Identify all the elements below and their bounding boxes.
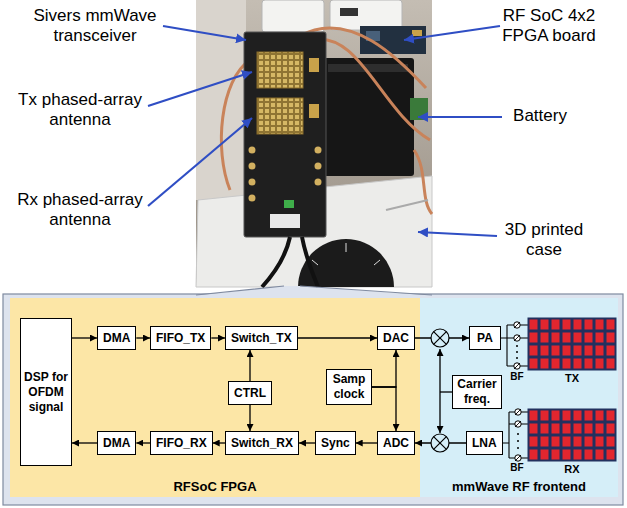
block-box: Samp clock [326, 369, 372, 405]
block-label: DAC [383, 331, 409, 345]
tx-beamforming-fan [500, 322, 528, 369]
block-label: CTRL [234, 386, 266, 400]
block-box: Switch_RX [225, 431, 299, 455]
callout-label: RF SoC 4x2 FPGA board [502, 6, 596, 45]
callout-label: 3D printed case [505, 220, 583, 259]
rx-beamforming-fan [502, 409, 528, 461]
callout-label: Rx phased-array antenna [17, 190, 143, 229]
callout-label: Battery [490, 106, 590, 126]
block-box: DSP for OFDM signal [20, 318, 72, 466]
connector-arrow [298, 337, 377, 338]
callout-label: Battery [513, 106, 567, 125]
block-box: FIFO_RX [150, 431, 213, 455]
block-label: LNA [472, 436, 497, 450]
block-box: DAC [377, 326, 415, 350]
connector-arrow [249, 405, 250, 431]
callout-label: RF SoC 4x2 FPGA board [490, 6, 608, 47]
callout-label: Sivers mmWave transceiver [15, 6, 175, 47]
connector-arrow [72, 442, 97, 443]
zoom-edges [196, 286, 432, 295]
block-box: DMA [97, 326, 136, 350]
array-label: TX [542, 372, 602, 385]
callout-label: Rx phased-array antenna [5, 190, 155, 231]
region-label: mmWave RF frontend [452, 479, 586, 494]
connector-arrow [299, 442, 315, 443]
beamformer-label: BF [506, 462, 528, 474]
connector-arrow [213, 442, 225, 443]
block-label: Switch_TX [231, 331, 292, 345]
block-label: DMA [103, 436, 130, 450]
connector-arrow [72, 337, 97, 338]
array-label: RX [542, 463, 602, 476]
beamformer-label: BF [506, 371, 528, 383]
block-box: Sync [315, 431, 356, 455]
rx-antenna-array [528, 409, 616, 461]
region-heading: RFSoC FPGA [10, 479, 420, 494]
connector-arrow [136, 337, 150, 338]
connector-arrow [372, 350, 396, 387]
block-label: FIFO_TX [156, 331, 205, 345]
region-heading: mmWave RF frontend [420, 479, 618, 494]
mixer-symbol [431, 434, 449, 452]
beamformer-label: BF [510, 462, 523, 473]
region-band: RFSoC FPGADSP for OFDM signalDMAFIFO_TXS… [10, 298, 420, 497]
block-label: Carrier freq. [455, 377, 499, 407]
block-box: LNA [466, 431, 503, 455]
connector-arrow [136, 442, 150, 443]
block-label: DMA [103, 331, 130, 345]
zoom-wedge [196, 286, 432, 295]
block-label: Switch_RX [231, 436, 293, 450]
block-box: CTRL [228, 381, 272, 405]
block-box: ADC [377, 431, 415, 455]
block-label: Samp clock [329, 372, 369, 402]
array-label: TX [565, 372, 579, 384]
region-label: RFSoC FPGA [173, 479, 256, 494]
hardware-photo [196, 0, 432, 287]
block-label: DSP for OFDM signal [23, 370, 69, 415]
callout-label: Sivers mmWave transceiver [33, 6, 156, 45]
block-label: ADC [383, 436, 409, 450]
tx-antenna-array [528, 318, 616, 370]
block-box: FIFO_TX [150, 326, 211, 350]
block-label: PA [477, 331, 493, 345]
beamformer-label: BF [510, 371, 523, 382]
mixer-symbol [431, 329, 449, 347]
callout-label: Tx phased-array antenna [5, 90, 155, 131]
block-box: Carrier freq. [452, 375, 502, 409]
block-label: FIFO_RX [156, 436, 207, 450]
block-box: PA [469, 326, 501, 350]
callout-arrows [148, 26, 502, 236]
block-label: Sync [321, 436, 350, 450]
block-box: DMA [97, 431, 136, 455]
connector-arrow [356, 442, 377, 443]
zoom-panel [3, 294, 623, 505]
connector-arrow [249, 350, 250, 381]
connector-arrow [372, 387, 396, 431]
carrier-wires [440, 349, 452, 433]
block-box: Switch_TX [225, 326, 298, 350]
callout-label: 3D printed case [490, 220, 598, 261]
connector-arrow [211, 337, 225, 338]
array-label: RX [564, 463, 579, 475]
callout-label: Tx phased-array antenna [18, 90, 142, 129]
